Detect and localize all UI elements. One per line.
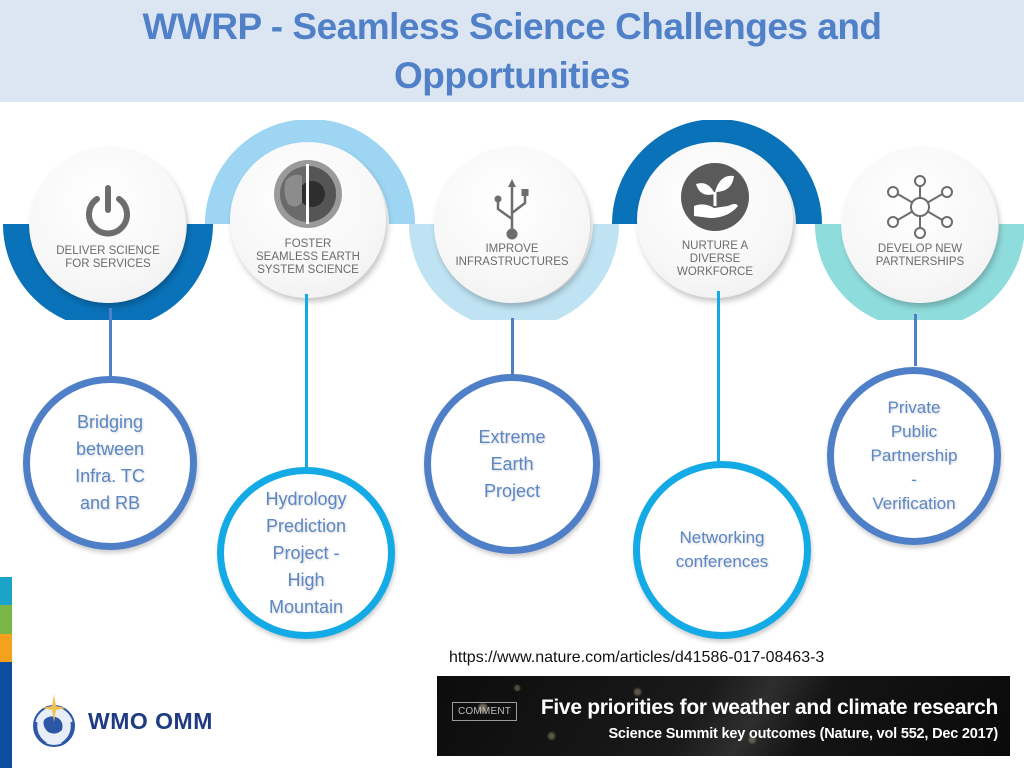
wmo-emblem-icon [33,694,75,747]
network-icon [887,175,953,239]
priority-develop-partnerships: DEVELOP NEW PARTNERSHIPS [842,147,998,303]
priority-caption-line: SEAMLESS EARTH [256,251,360,263]
priority-caption-line: FOSTER [284,238,332,250]
priority-caption-line: DIVERSE [689,253,741,265]
opportunity-private-public: Private Public Partnership - Verificatio… [827,367,1001,545]
accent-bar-cyan [0,577,12,605]
opportunity-text-line: Project - [272,542,340,563]
opportunity-text-line: Earth [490,453,534,474]
banner-subtitle: Science Summit key outcomes (Nature, vol… [608,726,998,742]
opportunity-text-line: Private [887,398,941,417]
accent-bar-green [0,605,12,634]
priority-improve-infrastructures: IMPROVE INFRASTRUCTURES [434,147,590,303]
wmo-logo: WMO OMM [28,692,213,750]
opportunity-text-line: Project [483,480,541,501]
priority-nurture-workforce: NURTURE A DIVERSE WORKFORCE [637,142,793,298]
slide-title: WWRP - Seamless Science Challenges and O… [0,2,1024,100]
priority-deliver-science: DELIVER SCIENCE FOR SERVICES [30,147,186,303]
nature-article-banner[interactable]: COMMENT Five priorities for weather and … [437,676,1010,756]
opportunity-text-line: - [911,470,917,489]
priority-caption-line: IMPROVE [485,243,539,255]
opportunity-text-line: Bridging [76,412,144,432]
priority-arcs [3,120,1024,320]
opportunity-text-line: between [75,439,145,459]
priority-caption-line: INFRASTRUCTURES [455,256,569,268]
connector-line [914,314,917,366]
title-line-1: WWRP - Seamless Science Challenges and [142,6,882,47]
priority-caption-line: DEVELOP NEW [877,243,963,255]
priority-caption-line: WORKFORCE [676,266,754,278]
opportunity-text-line: High [287,569,325,590]
priority-caption-line: NURTURE A [681,240,749,252]
comment-tag: COMMENT [452,702,518,721]
accent-bar-orange [0,634,12,662]
opportunity-text-line: Verification [872,494,956,513]
connector-line [511,318,514,376]
earth-icon [274,160,342,228]
connector-line [717,291,720,463]
opportunity-text-line: and RB [79,493,141,513]
priority-caption-line: SYSTEM SCIENCE [257,264,359,276]
power-icon [86,185,130,237]
opportunity-text-line: Infra. TC [75,466,145,486]
priority-caption-line: PARTNERSHIPS [875,256,965,268]
connector-line [305,294,308,469]
opportunity-text-line: Partnership [870,446,958,465]
priority-caption-line: DELIVER SCIENCE [56,245,160,257]
connector-line [109,308,112,378]
opportunity-text-line: Mountain [268,596,344,617]
usb-icon [494,179,529,240]
wmo-logo-text: WMO OMM [88,707,213,734]
title-line-2: Opportunities [393,55,631,96]
priority-caption-line: FOR SERVICES [65,258,151,270]
opportunity-extreme-earth: Extreme Earth Project [424,374,600,554]
accent-bar-navy [0,662,12,768]
reference-url[interactable]: https://www.nature.com/articles/d41586-0… [449,649,825,666]
opportunity-text-line: Public [890,422,938,441]
opportunity-text-line: Hydrology [265,488,347,509]
plant-in-hand-icon [681,163,749,231]
opportunity-hydrology: Hydrology Prediction Project - High Moun… [217,467,395,639]
title-bar [0,0,1024,102]
priority-foster-seamless: FOSTER SEAMLESS EARTH SYSTEM SCIENCE [230,142,386,298]
opportunity-networking: Networking conferences [633,461,811,639]
opportunity-text-line: Extreme [478,426,546,447]
banner-title: Five priorities for weather and climate … [540,696,998,719]
opportunity-text-line: conferences [675,552,769,571]
opportunity-text-line: Networking [679,528,765,547]
opportunity-text-line: Prediction [265,515,347,536]
opportunity-bridging: Bridging between Infra. TC and RB [23,376,197,550]
